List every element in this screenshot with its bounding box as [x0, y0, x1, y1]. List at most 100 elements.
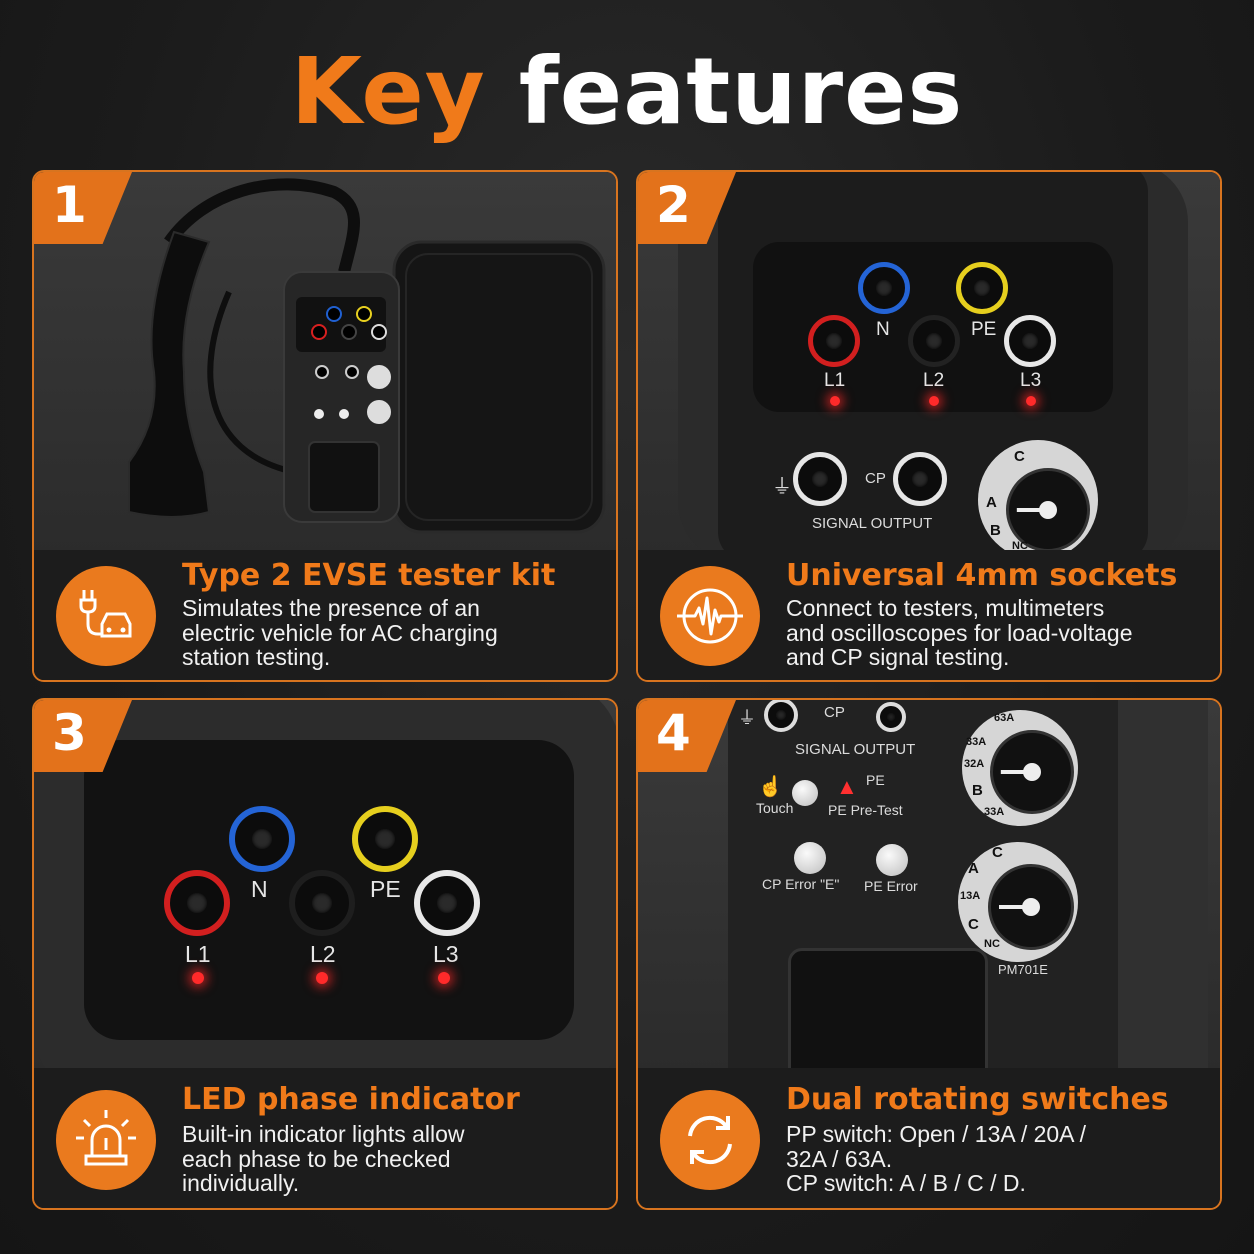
caption: Universal 4mm sockets Connect to testers…: [638, 550, 1220, 680]
label-n: N: [876, 319, 890, 340]
label-l1: L1: [185, 941, 211, 967]
label-l2: L2: [310, 941, 336, 967]
waveform-icon: [660, 566, 760, 666]
rotate-arrows-icon: [660, 1090, 760, 1190]
socket-n: [229, 806, 295, 872]
label-l3: L3: [1020, 370, 1042, 391]
pe-error-label: PE Error: [864, 878, 918, 894]
led-l2: [316, 972, 328, 984]
socket-l3: [1004, 315, 1056, 367]
dial-label: 33A: [966, 736, 987, 748]
desc-line: Built-in indicator lights allow: [182, 1121, 465, 1147]
card-title: Dual rotating switches: [786, 1082, 1169, 1117]
socket-pe: [352, 806, 418, 872]
desc-line: Connect to testers, multimeters: [786, 595, 1105, 621]
siren-light-icon: [56, 1090, 156, 1190]
ground-symbol: ⏚: [772, 476, 792, 498]
product-photo-kit: [34, 172, 616, 554]
badge-number: 4: [656, 704, 691, 762]
dial-label: C: [992, 844, 1003, 861]
caption: Type 2 EVSE tester kit Simulates the pre…: [34, 550, 616, 680]
feature-card-3: 3 N PE L1 L2 L3 LED phase indicator Buil…: [32, 698, 618, 1210]
socket-cp: [893, 452, 947, 506]
socket-l3: [414, 870, 480, 936]
cp-error-label: CP Error "E": [762, 876, 840, 892]
dial-label: NC: [1012, 540, 1028, 552]
label-n: N: [251, 876, 268, 902]
label-l1: L1: [824, 370, 846, 391]
cp-label: CP: [824, 704, 845, 721]
dial-label: B: [972, 782, 983, 799]
device-side-grip: [1118, 700, 1208, 1072]
desc-line: PP switch: Open / 13A / 20A /: [786, 1121, 1087, 1147]
label-pe: PE: [971, 319, 997, 340]
badge-number: 3: [52, 704, 87, 762]
signal-output-label: SIGNAL OUTPUT: [812, 515, 933, 532]
badge-number: 1: [52, 176, 87, 234]
dial-label: 32A: [964, 758, 985, 770]
desc-line: 32A / 63A.: [786, 1145, 893, 1172]
pe-error-button[interactable]: [876, 844, 908, 876]
number-badge: 3: [34, 700, 132, 772]
led-l1: [830, 396, 840, 406]
desc-line: and oscilloscopes for load-voltage: [786, 619, 1133, 646]
desc-line: individually.: [182, 1170, 300, 1196]
model-label: PM701E: [998, 962, 1048, 977]
number-badge: 1: [34, 172, 132, 244]
label-l3: L3: [433, 941, 459, 967]
feature-card-1: 1: [32, 170, 618, 682]
socket-l1: [164, 870, 230, 936]
card-title: Type 2 EVSE tester kit: [182, 558, 556, 593]
dial-label: 33A: [984, 806, 1005, 818]
label-l2: L2: [923, 370, 945, 391]
pp-rotary-switch[interactable]: [990, 730, 1074, 814]
cp-error-button[interactable]: [794, 842, 826, 874]
output-socket-cover: [788, 948, 988, 1072]
desc-line: CP switch: A / B / C / D.: [786, 1170, 1026, 1196]
dial-label: B: [990, 522, 1001, 539]
desc-line: each phase to be checked: [182, 1145, 451, 1172]
ev-tester-kit-illustration: [128, 178, 606, 534]
signal-output-label: SIGNAL OUTPUT: [795, 741, 916, 758]
pe-pretest-label: PE Pre-Test: [828, 802, 903, 818]
headline-rest: features: [518, 38, 964, 145]
dial-label: 63A: [994, 712, 1015, 724]
led-l1: [192, 972, 204, 984]
label-pe: PE: [370, 876, 401, 902]
pe-label: PE: [866, 772, 885, 788]
headline-accent: Key: [290, 38, 486, 145]
product-photo-sockets: N PE L1 L2 L3 ⏚ CP SIGNAL OUTPUT C A B N…: [638, 172, 1220, 554]
caption: LED phase indicator Built-in indicator l…: [34, 1068, 616, 1208]
dial-label: NC: [984, 938, 1000, 950]
card-title: Universal 4mm sockets: [786, 558, 1178, 593]
warning-icon: ▲: [836, 774, 858, 799]
socket-l1: [808, 315, 860, 367]
touch-button[interactable]: [792, 780, 818, 806]
dial-label: C: [1014, 448, 1025, 465]
cp-rotary-switch[interactable]: [988, 864, 1074, 950]
led-l3: [1026, 396, 1036, 406]
feature-card-2: 2 N PE L1 L2 L3 ⏚ CP SIGNAL OUTPUT C A B…: [636, 170, 1222, 682]
plug-car-icon: [56, 566, 156, 666]
socket-ground: [793, 452, 847, 506]
product-photo-switches: ⏚ CP SIGNAL OUTPUT Touch ☝ ▲ PE PE Pre-T…: [638, 700, 1220, 1072]
hand-touch-icon: ☝: [758, 776, 783, 798]
led-l3: [438, 972, 450, 984]
card-description: Connect to testers, multimeters and osci…: [786, 596, 1206, 670]
card-description: Simulates the presence of an electric ve…: [182, 596, 602, 670]
badge-number: 2: [656, 176, 691, 234]
desc-line: station testing.: [182, 644, 331, 670]
headline: Key features: [0, 38, 1254, 145]
desc-line: electric vehicle for AC charging: [182, 619, 498, 646]
caption: Dual rotating switches PP switch: Open /…: [638, 1068, 1220, 1208]
dial-label: A: [986, 494, 997, 511]
socket-ground: [764, 700, 798, 732]
socket-pe: [956, 262, 1008, 314]
rotary-switch[interactable]: [1006, 468, 1090, 552]
touch-label: Touch: [756, 800, 794, 816]
feature-card-4: 4 ⏚ CP SIGNAL OUTPUT Touch ☝ ▲ PE PE Pre…: [636, 698, 1222, 1210]
dial-label: A: [968, 860, 979, 877]
ground-symbol: ⏚: [738, 708, 756, 728]
card-description: Built-in indicator lights allow each pha…: [182, 1122, 602, 1196]
desc-line: Simulates the presence of an: [182, 595, 480, 621]
